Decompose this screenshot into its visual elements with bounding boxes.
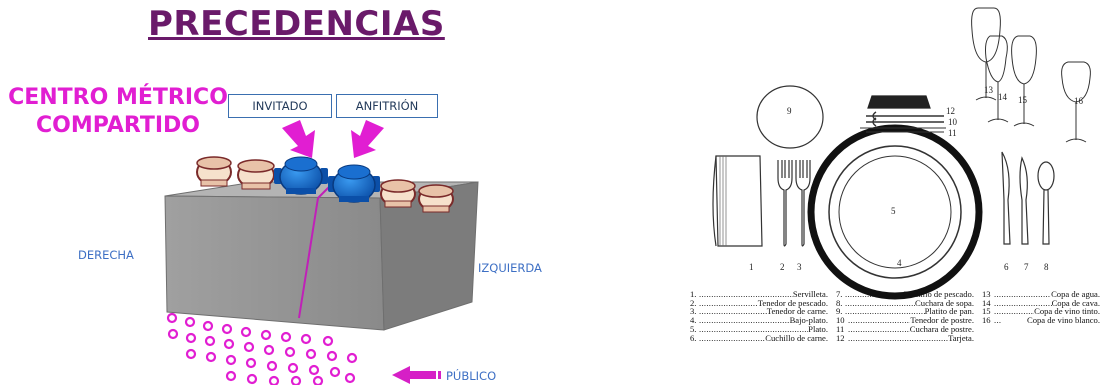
legend-item: 9.......................................… — [836, 306, 974, 317]
legend-column-3: 13......................................… — [982, 290, 1100, 325]
centro-line-1: CENTRO MÉTRICO — [8, 85, 228, 110]
page-title: PRECEDENCIAS — [148, 4, 445, 44]
arrow-to-anfitrion — [351, 120, 384, 158]
izquierda-label: IZQUIERDA — [478, 261, 542, 275]
anfitrion-box: ANFITRIÓN — [336, 94, 438, 118]
derecha-label: DERECHA — [78, 248, 134, 262]
num-3: 3 — [797, 262, 802, 272]
num-4: 4 — [897, 258, 902, 268]
legend-item: 6.......................................… — [690, 332, 828, 343]
num-8: 8 — [1044, 262, 1049, 272]
legend-item: 16...Copa de vino blanco. — [982, 315, 1100, 326]
legend-item: 13......................................… — [982, 289, 1100, 299]
legend-item: 14......................................… — [982, 297, 1100, 308]
center-line — [298, 197, 319, 319]
num-16: 16 — [1074, 96, 1083, 106]
legend-item: 12......................................… — [836, 332, 974, 343]
legend-item: 5.......................................… — [690, 323, 828, 334]
num-5: 5 — [891, 206, 896, 216]
num-9: 9 — [787, 106, 792, 116]
legend-item: 11......................................… — [836, 323, 974, 334]
legend-item: 15......................................… — [982, 306, 1100, 317]
num-6: 6 — [1004, 262, 1009, 272]
legend-item: 3.......................................… — [690, 306, 828, 317]
publico-label: PÚBLICO — [446, 369, 497, 383]
glasses — [971, 7, 1091, 143]
table-setting-drawing — [712, 7, 1091, 300]
chair-left-2 — [237, 159, 275, 190]
knives-spoon — [1001, 151, 1055, 245]
legend-item: 1.......................................… — [690, 289, 828, 299]
legend-item: 4.......................................… — [690, 315, 828, 326]
legend-item: 2.......................................… — [690, 297, 828, 308]
chair-right-1 — [380, 179, 416, 208]
num-2: 2 — [780, 262, 785, 272]
num-14: 14 — [998, 92, 1007, 102]
chair-invitado — [274, 156, 328, 195]
num-11: 11 — [948, 128, 957, 138]
num-10: 10 — [948, 117, 957, 127]
num-15: 15 — [1018, 95, 1027, 105]
num-1: 1 — [749, 262, 754, 272]
num-12: 12 — [946, 106, 955, 116]
invitado-box: INVITADO — [228, 94, 332, 118]
centro-metrico-label: CENTRO MÉTRICO COMPARTIDO — [8, 84, 228, 140]
num-13: 13 — [984, 85, 993, 95]
arrow-to-publico — [392, 366, 441, 384]
chair-anfitrion — [328, 164, 380, 203]
chair-right-2 — [418, 184, 454, 213]
legend-item: 8.......................................… — [836, 297, 974, 308]
legend-item: 10......................................… — [836, 315, 974, 326]
audience — [166, 312, 358, 385]
napkin — [712, 155, 763, 247]
legend-column-1: 1.......................................… — [690, 290, 828, 342]
legend-item: 7.......................................… — [836, 289, 974, 299]
num-7: 7 — [1024, 262, 1029, 272]
legend-column-2: 7.......................................… — [836, 290, 974, 342]
forks — [777, 160, 811, 247]
arrow-to-invitado — [282, 120, 315, 158]
centro-line-2: COMPARTIDO — [36, 113, 200, 138]
chair-left-1 — [196, 156, 232, 187]
